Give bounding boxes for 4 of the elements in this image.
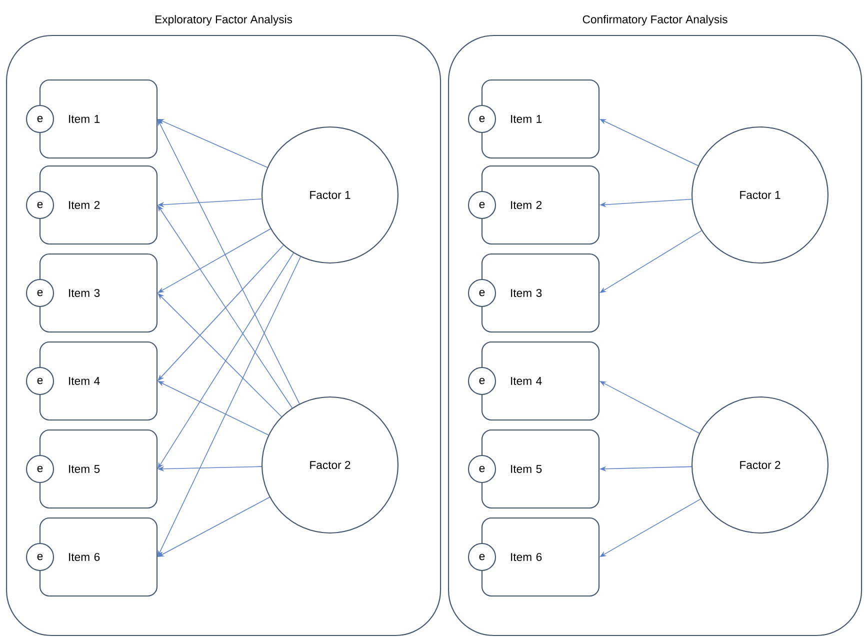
node-label: Confirmatory Factor Analysis bbox=[582, 15, 728, 26]
arrow bbox=[158, 293, 282, 417]
node-label: Exploratory Factor Analysis bbox=[155, 15, 292, 26]
arrow bbox=[158, 244, 284, 381]
